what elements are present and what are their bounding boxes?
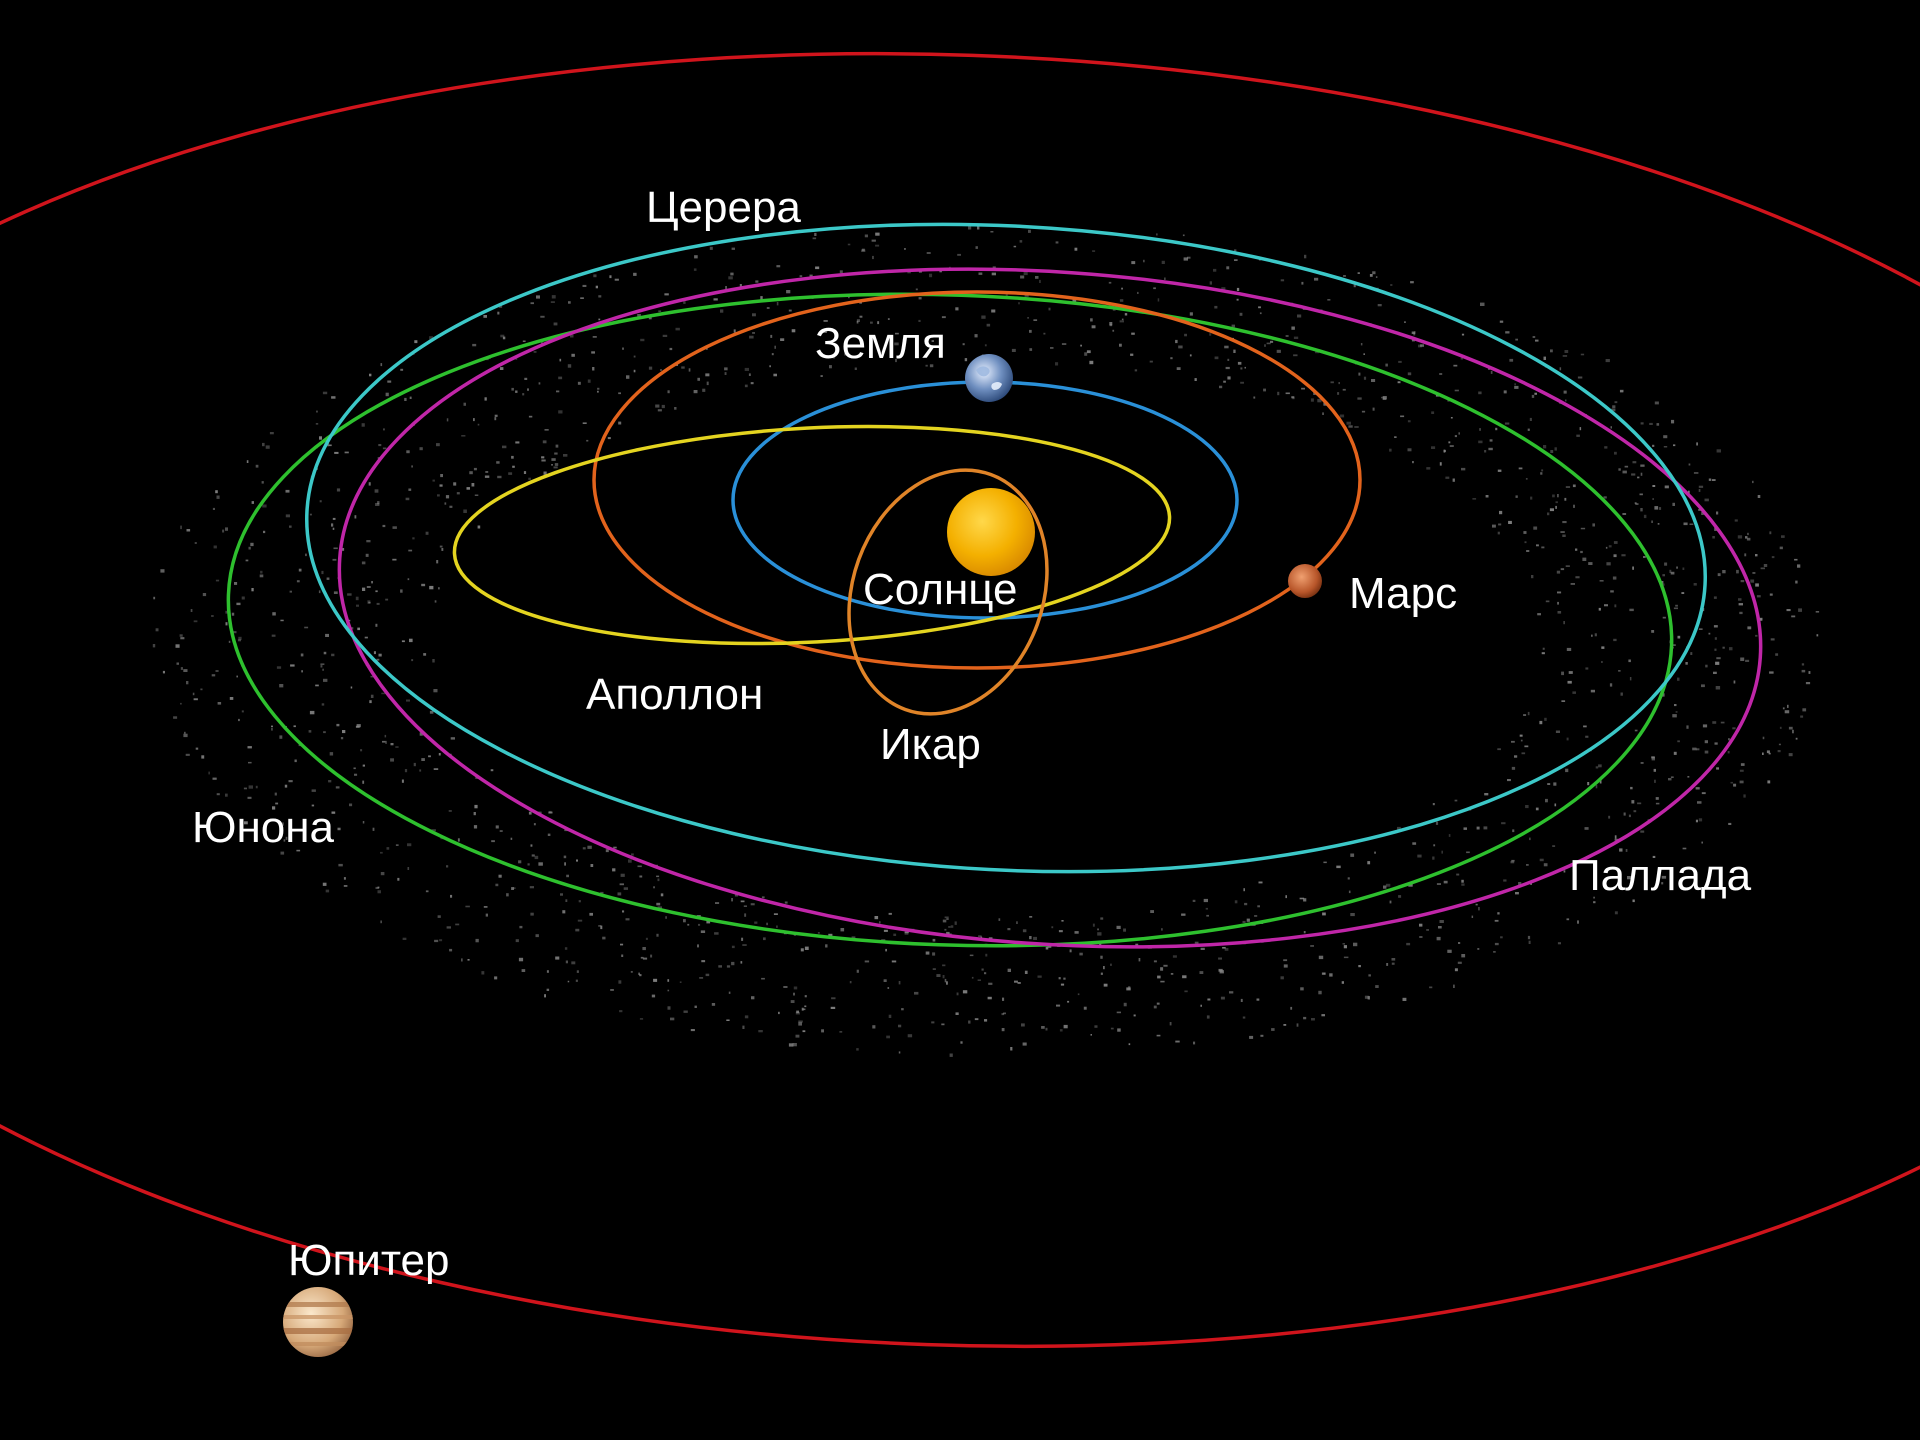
asteroid-belt (152, 226, 1820, 1057)
pallas-orbit (337, 267, 1763, 949)
apollo-orbit (452, 424, 1172, 646)
ceres-label: Церера (646, 183, 801, 232)
mars-icon (1288, 564, 1322, 598)
pallas-label: Паллада (1569, 851, 1752, 900)
icarus-label: Икар (880, 720, 981, 769)
jupiter-icon (283, 1287, 353, 1357)
earth-label: Земля (815, 319, 946, 368)
sun-icon (947, 488, 1035, 576)
jupiter-label: Юпитер (288, 1236, 449, 1285)
earth-icon (965, 354, 1013, 402)
sun-label: Солнце (863, 565, 1017, 614)
icarus-orbit (847, 468, 1049, 716)
apollo-label: Аполлон (586, 670, 763, 719)
mars-orbit (592, 290, 1362, 670)
juno-label: Юнона (192, 803, 335, 852)
ceres-orbit (305, 222, 1707, 874)
jupiter-orbit (0, 51, 1920, 1349)
mars-label: Марс (1349, 569, 1457, 618)
juno-orbit (226, 292, 1674, 948)
